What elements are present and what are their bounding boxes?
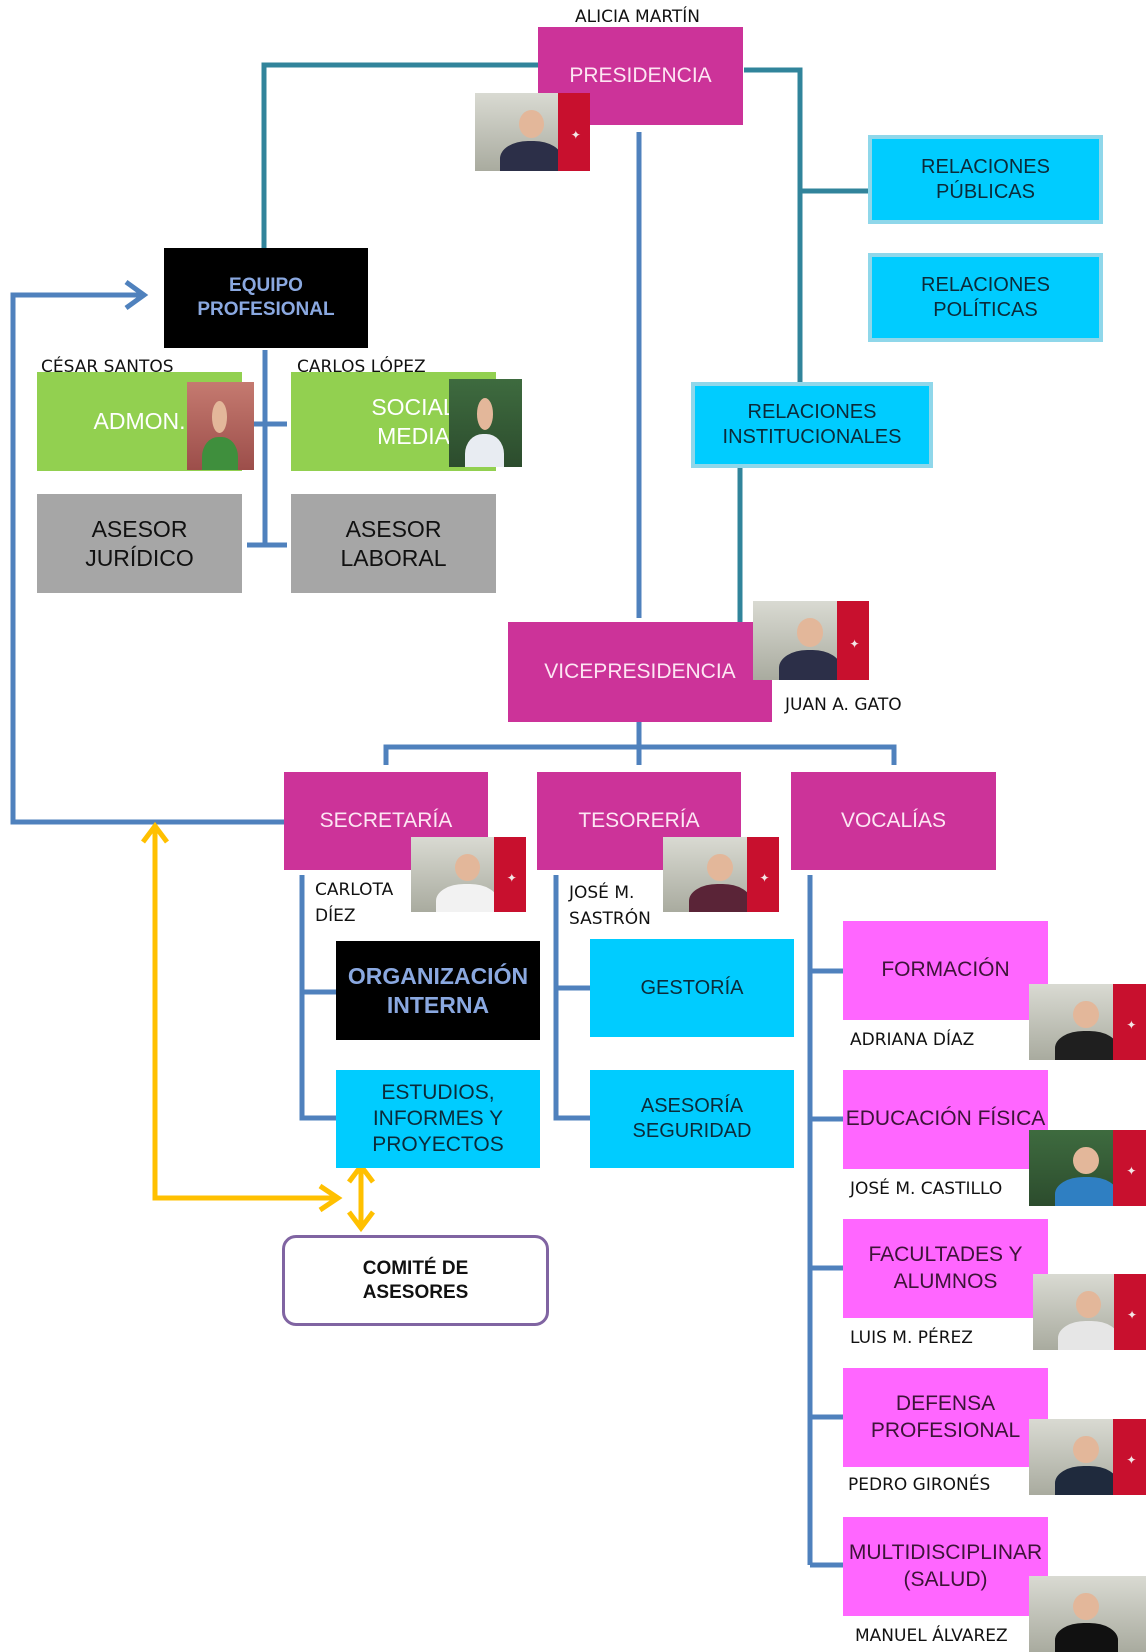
- node-vocalias: VOCALÍAS: [791, 772, 996, 870]
- person-presidencia: ALICIA MARTÍN: [575, 7, 701, 27]
- photo-facultades: [1033, 1274, 1146, 1350]
- person-educacion-fisica: JOSÉ M. CASTILLO: [850, 1179, 1003, 1199]
- node-defensa: DEFENSA PROFESIONAL: [843, 1368, 1048, 1467]
- arrowhead-right-comite: [318, 1183, 343, 1213]
- photo-tesoreria: [663, 837, 779, 912]
- person-facultades: LUIS M. PÉREZ: [850, 1328, 973, 1348]
- connector-estudios: [299, 992, 338, 1121]
- arrowhead-down-comite: [347, 1210, 375, 1233]
- arrow-secretaria-comite: [152, 830, 336, 1201]
- person-defensa: PEDRO GIRONÉS: [848, 1475, 991, 1495]
- person-multidisciplinar: MANUEL ÁLVAREZ: [855, 1626, 1008, 1646]
- node-organizacion-interna: ORGANIZACIÓN INTERNA: [336, 941, 540, 1040]
- node-equipo-profesional: EQUIPO PROFESIONAL: [164, 248, 368, 348]
- node-educacion-fisica: EDUCACIÓN FÍSICA: [843, 1070, 1048, 1169]
- person-formacion: ADRIANA DÍAZ: [850, 1030, 975, 1050]
- node-vicepresidencia: VICEPRESIDENCIA: [508, 622, 772, 722]
- connector-secretaria-equipo: [10, 292, 284, 825]
- photo-multidisciplinar: [1029, 1576, 1146, 1652]
- node-multidisciplinar: MULTIDISCIPLINAR (SALUD): [843, 1517, 1048, 1616]
- photo-social-media: [449, 379, 522, 467]
- node-asesor-laboral: ASESOR LABORAL: [291, 494, 496, 593]
- photo-formacion: [1029, 984, 1146, 1060]
- photo-secretaria: [411, 837, 526, 912]
- photo-defensa: [1029, 1419, 1146, 1495]
- node-comite-asesores: COMITÉ DE ASESORES: [282, 1235, 549, 1326]
- photo-presidencia: [475, 93, 590, 171]
- node-relaciones-politicas: RELACIONES POLÍTICAS: [868, 253, 1103, 342]
- arrowhead-up-secretaria: [141, 821, 169, 844]
- connector-presidencia-relaciones: [744, 67, 803, 382]
- photo-vicepresidencia: [753, 601, 869, 680]
- node-relaciones-institucionales: RELACIONES INSTITUCIONALES: [691, 382, 933, 468]
- node-formacion: FORMACIÓN: [843, 921, 1048, 1020]
- person-secretaria: CARLOTA DÍEZ: [315, 880, 394, 927]
- person-tesoreria: JOSÉ M. SASTRÓN: [569, 883, 651, 930]
- connector-asesoria: [553, 988, 592, 1121]
- node-asesor-juridico: ASESOR JURÍDICO: [37, 494, 242, 593]
- node-estudios: ESTUDIOS, INFORMES Y PROYECTOS: [336, 1070, 540, 1168]
- arrowhead-equipo: [124, 279, 149, 311]
- person-vicepresidencia: JUAN A. GATO: [785, 695, 902, 715]
- connector-presidencia-equipo: [261, 62, 538, 248]
- node-asesoria-seguridad: ASESORÍA SEGURIDAD: [590, 1070, 794, 1168]
- node-facultades: FACULTADES Y ALUMNOS: [843, 1219, 1048, 1318]
- node-relaciones-publicas: RELACIONES PÚBLICAS: [868, 135, 1103, 224]
- photo-admon: [187, 382, 254, 470]
- node-gestoria: GESTORÍA: [590, 939, 794, 1037]
- photo-educacion-fisica: [1029, 1130, 1146, 1206]
